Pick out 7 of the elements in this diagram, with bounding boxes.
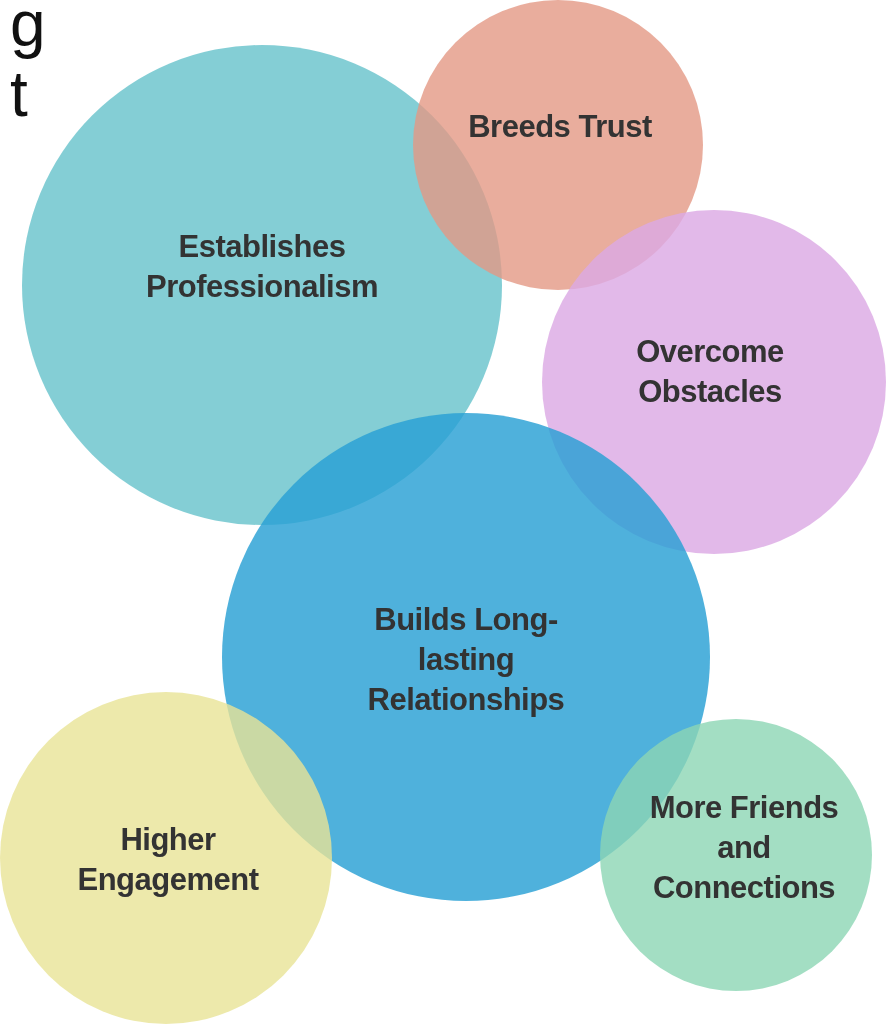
circle-label: Builds Long-lasting Relationships [366,600,566,720]
circle-label: Higher Engagement [76,820,260,899]
circle-label: More Friends and Connections [648,788,840,908]
title-fragment: t [10,62,28,126]
circle-label: Overcome Obstacles [635,332,785,411]
circle-label: Establishes Professionalism [145,227,379,306]
circle-label: Breeds Trust [468,107,652,146]
